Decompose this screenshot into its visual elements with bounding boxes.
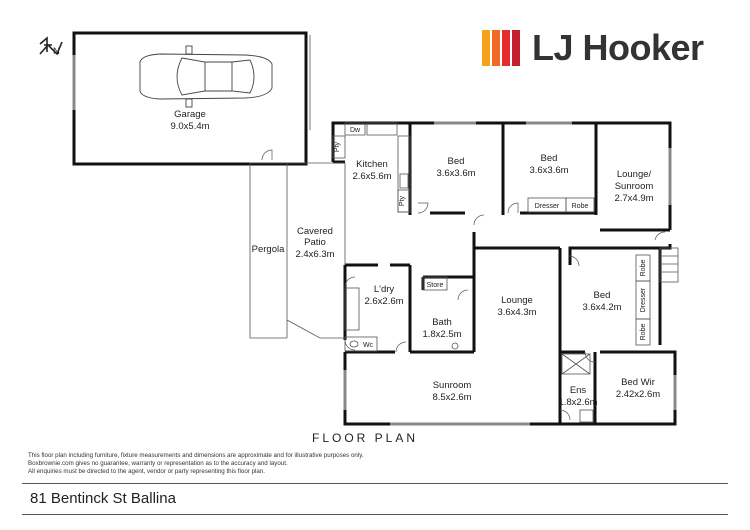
logo-brand-text: LJ Hooker bbox=[532, 27, 704, 68]
room-name-laundry: L'dry bbox=[374, 284, 395, 295]
room-name2-patio: Patio bbox=[304, 237, 326, 248]
disclaimer-line: This floor plan including furniture, fix… bbox=[28, 452, 364, 459]
fixture-store: Store bbox=[427, 282, 444, 289]
room-name-bed-wir: Bed Wir bbox=[621, 377, 655, 388]
room-dims-ensuite: 1.8x2.6m bbox=[558, 397, 597, 408]
room-name-bed-1: Bed bbox=[448, 156, 465, 167]
garage-room: Garage 9.0x5.4m bbox=[72, 31, 311, 166]
room-name-bed-2: Bed bbox=[541, 153, 558, 164]
fixture-wc: Wc bbox=[363, 342, 374, 349]
disclaimer-line: All enquiries must be directed to the ag… bbox=[28, 468, 265, 475]
disclaimer-line: Boxbrownie.com gives no guarantee, warra… bbox=[28, 460, 288, 467]
fixture-dresser-2: Dresser bbox=[640, 287, 647, 312]
room-name-sunroom: Sunroom bbox=[433, 380, 472, 391]
room-name-pergola: Pergola bbox=[252, 244, 285, 255]
stairs bbox=[659, 247, 679, 283]
room-name-patio: Cavered bbox=[297, 226, 333, 237]
room-dims-bed-2: 3.6x3.6m bbox=[529, 165, 568, 176]
logo-bar-2 bbox=[492, 30, 500, 66]
windows bbox=[72, 55, 677, 426]
logo-bar-4 bbox=[512, 30, 520, 66]
compass-letter: N bbox=[53, 46, 60, 57]
room-dims-bed-1: 3.6x3.6m bbox=[436, 168, 475, 179]
room-dims-kitchen: 2.6x5.6m bbox=[352, 171, 391, 182]
laundry-room: L'dry 2.6x2.6m Wc bbox=[344, 284, 404, 352]
room-name2-lounge-sunroom: Sunroom bbox=[615, 181, 654, 192]
room-name-ensuite: Ens bbox=[570, 385, 587, 396]
room-dims-patio: 2.4x6.3m bbox=[295, 249, 334, 260]
fixture-pantry-1: Pty bbox=[334, 141, 341, 152]
door-swings bbox=[261, 149, 666, 421]
room-dims-lounge-sunroom: 2.7x4.9m bbox=[614, 193, 653, 204]
fixture-robe-2: Robe bbox=[640, 260, 647, 277]
room-dims-garage: 9.0x5.4m bbox=[170, 121, 209, 132]
property-address: 81 Bentinck St Ballina bbox=[30, 490, 176, 507]
fixture-dresser-1: Dresser bbox=[535, 203, 560, 210]
room-dims-bed-3: 3.6x4.2m bbox=[582, 302, 621, 313]
room-name-lounge: Lounge bbox=[501, 295, 533, 306]
fixture-pantry-2: Pty bbox=[399, 195, 406, 206]
room-name-lounge-sunroom: Lounge/ bbox=[617, 169, 652, 180]
logo-bar-3 bbox=[502, 30, 510, 66]
room-dims-sunroom: 8.5x2.6m bbox=[432, 392, 471, 403]
compass-north-icon: N bbox=[39, 36, 63, 57]
room-dims-bed-wir: 2.42x2.6m bbox=[616, 389, 660, 400]
floor-plan-title: FLOOR PLAN bbox=[311, 431, 419, 445]
room-name-kitchen: Kitchen bbox=[356, 159, 388, 170]
fixture-robe-1: Robe bbox=[572, 203, 589, 210]
car-icon bbox=[139, 45, 273, 108]
disclaimer: This floor plan including furniture, fix… bbox=[28, 452, 364, 476]
lj-hooker-logo: LJ Hooker bbox=[482, 28, 704, 68]
kitchen-room: Dw Pty Pty Kitchen 2.6x5.6m bbox=[332, 122, 411, 213]
fixture-robe-3: Robe bbox=[640, 324, 647, 341]
logo-color-bars bbox=[482, 30, 522, 66]
logo-bar-1 bbox=[482, 30, 490, 66]
address-bar: 81 Bentinck St Ballina bbox=[22, 483, 728, 515]
room-dims-bath: 1.8x2.5m bbox=[422, 329, 461, 340]
room-name-bed-3: Bed bbox=[594, 290, 611, 301]
room-dims-laundry: 2.6x2.6m bbox=[364, 296, 403, 307]
room-name-bath: Bath bbox=[432, 317, 452, 328]
fixture-dishwasher: Dw bbox=[350, 127, 361, 134]
pergola-area: Pergola Cavered Patio 2.4x6.3m bbox=[249, 162, 346, 339]
room-dims-lounge: 3.6x4.3m bbox=[497, 307, 536, 318]
room-name-garage: Garage bbox=[174, 109, 206, 120]
